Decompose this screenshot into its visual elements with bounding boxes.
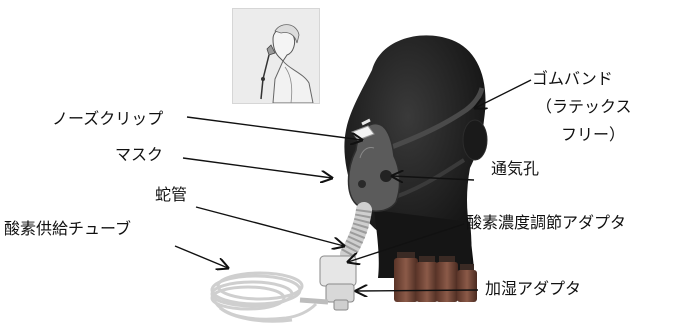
- label-tube: 蛇管: [155, 185, 188, 204]
- arrow-vent-hole: [392, 176, 475, 180]
- callout-arrows: [174, 79, 532, 291]
- label-concentration-adapter: 酸素濃度調節アダプタ: [466, 213, 627, 232]
- label-nose-clip: ノーズクリップ: [52, 109, 164, 128]
- label-mask: マスク: [115, 145, 164, 164]
- label-latex-free-line2: フリー）: [561, 125, 626, 144]
- rubber-band-strap: [383, 87, 485, 153]
- arrow-tube: [195, 206, 344, 246]
- vent-hole-icon: [380, 170, 392, 182]
- arrow-rubber-band: [475, 79, 532, 108]
- arrow-nose-clip: [186, 116, 362, 140]
- arrow-humidifier-adapter: [356, 290, 479, 291]
- label-humidifier-adapter: 加湿アダプタ: [485, 279, 582, 298]
- arrow-oxygen-tube: [174, 245, 228, 268]
- label-rubber-band: ゴムバンド: [532, 69, 613, 88]
- patient-sketch-inset: [232, 8, 320, 104]
- corrugated-tube: [340, 202, 372, 262]
- label-latex-free-line1: （ラテックス: [536, 97, 632, 116]
- arrow-mask: [182, 157, 332, 178]
- label-oxygen-supply-tube: 酸素供給チューブ: [4, 219, 132, 238]
- adapter-assembly: [299, 255, 357, 311]
- oxygen-tube-coil: [210, 271, 318, 323]
- label-vent-hole: 通気孔: [491, 159, 540, 178]
- patient-sketch-icon: [233, 9, 319, 104]
- arrow-concentration-adapter: [348, 223, 465, 262]
